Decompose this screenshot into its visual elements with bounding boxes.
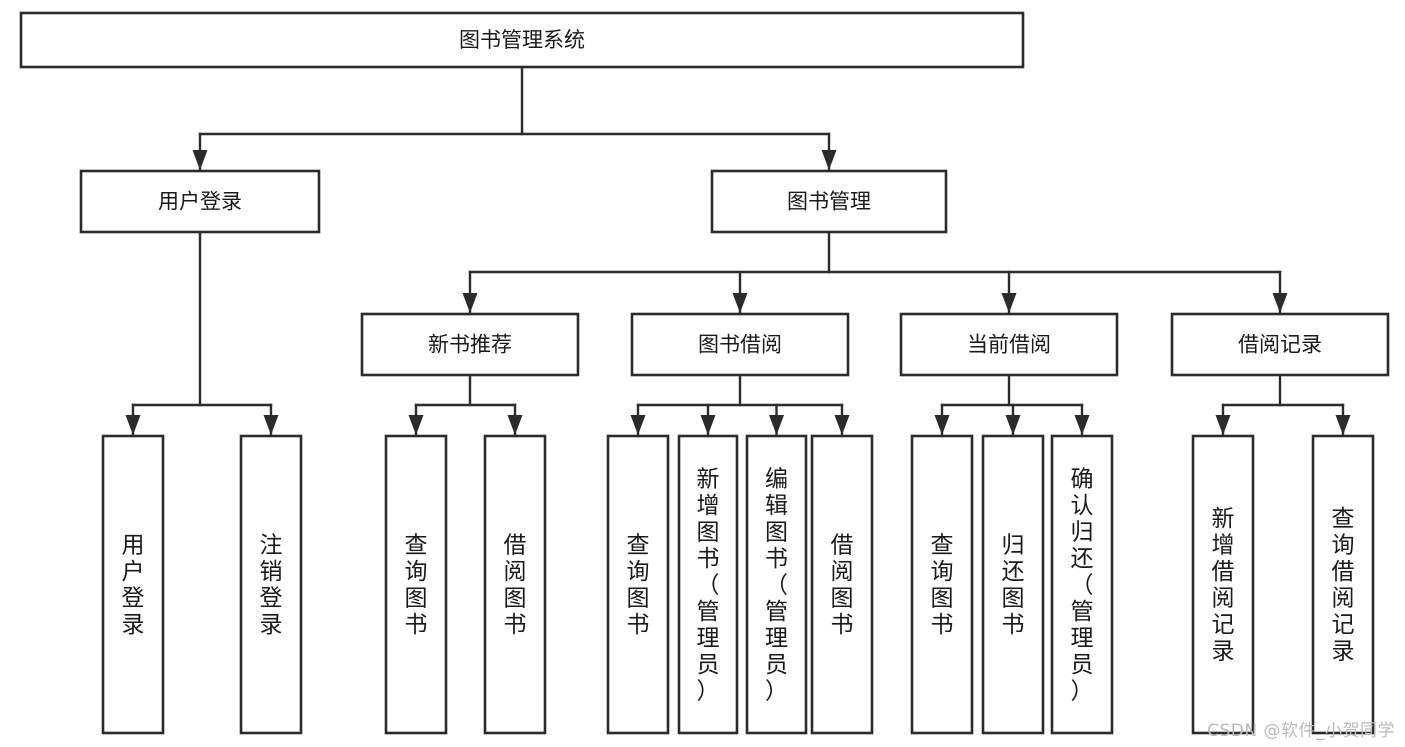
node-book-borrow[interactable]: 图书借阅 (630, 312, 850, 377)
node-box-leaf-borrow-book-2 (810, 434, 874, 735)
node-leaf-query-book-2[interactable]: 查询图书 (606, 434, 670, 735)
arrowhead-book-borrow-to-leaf-0 (630, 415, 646, 435)
arrowhead-new-book-rec-to-leaf-1 (507, 415, 523, 435)
node-label-leaf-edit-book: 编辑图书（管理员） (765, 466, 788, 704)
watermark-text: CSDN @软件_小贺同学 (1207, 721, 1395, 741)
node-label-leaf-query-book-2: 查询图书 (627, 533, 650, 639)
node-label-new-book-rec: 新书推荐 (428, 333, 512, 357)
arrowhead-current-borrow-to-leaf-0 (934, 415, 950, 435)
node-root-book-management-system[interactable]: 图书管理系统 (19, 11, 1025, 69)
node-label-leaf-add-book: 新增图书（管理员） (697, 466, 720, 704)
arrowhead-user-login-to-leaf-1 (263, 415, 279, 435)
node-leaf-borrow-book-2[interactable]: 借阅图书 (810, 434, 874, 735)
node-leaf-add-book[interactable]: 新增图书（管理员） (677, 434, 739, 735)
node-label-book-borrow: 图书借阅 (698, 333, 782, 357)
node-box-current-borrow (899, 312, 1119, 377)
node-box-book-borrow (630, 312, 850, 377)
node-label-leaf-user-login: 用户登录 (122, 533, 145, 639)
node-new-book-rec[interactable]: 新书推荐 (360, 312, 580, 377)
node-label-root-book-management-system: 图书管理系统 (459, 28, 585, 52)
node-box-book-manage (710, 169, 948, 234)
node-label-leaf-query-book-3: 查询图书 (931, 533, 954, 639)
arrowhead-current-borrow-to-leaf-2 (1074, 415, 1090, 435)
node-box-leaf-logout (239, 434, 303, 735)
node-leaf-query-book-3[interactable]: 查询图书 (910, 434, 974, 735)
node-leaf-query-book-1[interactable]: 查询图书 (384, 434, 448, 735)
node-box-leaf-user-login (101, 434, 165, 735)
node-box-leaf-add-book (677, 434, 739, 735)
node-label-borrow-record: 借阅记录 (1238, 333, 1322, 357)
node-box-root-book-management-system (19, 11, 1025, 69)
node-label-leaf-add-record: 新增借阅记录 (1212, 506, 1235, 665)
node-box-leaf-confirm-return (1050, 434, 1114, 735)
node-label-leaf-return-book: 归还图书 (1002, 533, 1025, 639)
arrowhead-l2-to-l3-1 (732, 293, 748, 313)
arrowhead-book-borrow-to-leaf-2 (769, 415, 784, 435)
connectors-layer (125, 65, 1351, 437)
node-box-leaf-query-book-2 (606, 434, 670, 735)
node-leaf-borrow-book-1[interactable]: 借阅图书 (483, 434, 547, 735)
node-box-leaf-edit-book (745, 434, 808, 735)
node-leaf-edit-book[interactable]: 编辑图书（管理员） (745, 434, 808, 735)
node-leaf-user-login[interactable]: 用户登录 (101, 434, 165, 735)
node-user-login[interactable]: 用户登录 (79, 169, 321, 234)
node-box-user-login (79, 169, 321, 234)
arrowhead-root-to-l2-1 (821, 150, 837, 170)
node-box-leaf-add-record (1191, 434, 1255, 735)
node-box-leaf-query-book-1 (384, 434, 448, 735)
node-label-leaf-query-book-1: 查询图书 (405, 533, 428, 639)
arrowhead-current-borrow-to-leaf-1 (1005, 415, 1021, 435)
arrowhead-book-borrow-to-leaf-1 (700, 415, 716, 435)
node-label-current-borrow: 当前借阅 (967, 333, 1051, 357)
arrowhead-book-borrow-to-leaf-3 (834, 415, 850, 435)
node-label-leaf-borrow-book-1: 借阅图书 (504, 533, 527, 639)
node-box-leaf-query-record (1311, 434, 1375, 735)
node-box-leaf-query-book-3 (910, 434, 974, 735)
node-label-book-manage: 图书管理 (787, 190, 871, 214)
arrowhead-user-login-to-leaf-0 (125, 415, 141, 435)
arrowhead-borrow-record-to-leaf-0 (1215, 415, 1231, 435)
node-borrow-record[interactable]: 借阅记录 (1170, 312, 1390, 377)
arrowhead-l2-to-l3-2 (1001, 293, 1017, 313)
nodes-layer: 图书管理系统用户登录图书管理新书推荐图书借阅当前借阅借阅记录用户登录注销登录查询… (19, 11, 1390, 735)
node-label-leaf-borrow-book-2: 借阅图书 (831, 533, 854, 639)
node-leaf-query-record[interactable]: 查询借阅记录 (1311, 434, 1375, 735)
node-box-borrow-record (1170, 312, 1390, 377)
arrowhead-root-to-l2-0 (192, 150, 208, 170)
node-box-leaf-return-book (981, 434, 1045, 735)
node-leaf-return-book[interactable]: 归还图书 (981, 434, 1045, 735)
node-box-new-book-rec (360, 312, 580, 377)
node-book-manage[interactable]: 图书管理 (710, 169, 948, 234)
node-label-leaf-query-record: 查询借阅记录 (1332, 506, 1355, 665)
node-leaf-confirm-return[interactable]: 确认归还（管理员） (1050, 434, 1114, 735)
node-leaf-logout[interactable]: 注销登录 (239, 434, 303, 735)
arrowhead-borrow-record-to-leaf-1 (1335, 415, 1351, 435)
arrowhead-l2-to-l3-3 (1272, 293, 1288, 313)
node-label-leaf-confirm-return: 确认归还（管理员） (1071, 466, 1094, 704)
arrowhead-l2-to-l3-0 (462, 293, 478, 313)
node-label-user-login: 用户登录 (158, 190, 242, 214)
node-current-borrow[interactable]: 当前借阅 (899, 312, 1119, 377)
node-box-leaf-borrow-book-1 (483, 434, 547, 735)
node-label-leaf-logout: 注销登录 (260, 533, 283, 639)
node-leaf-add-record[interactable]: 新增借阅记录 (1191, 434, 1255, 735)
arrowhead-new-book-rec-to-leaf-0 (408, 415, 424, 435)
